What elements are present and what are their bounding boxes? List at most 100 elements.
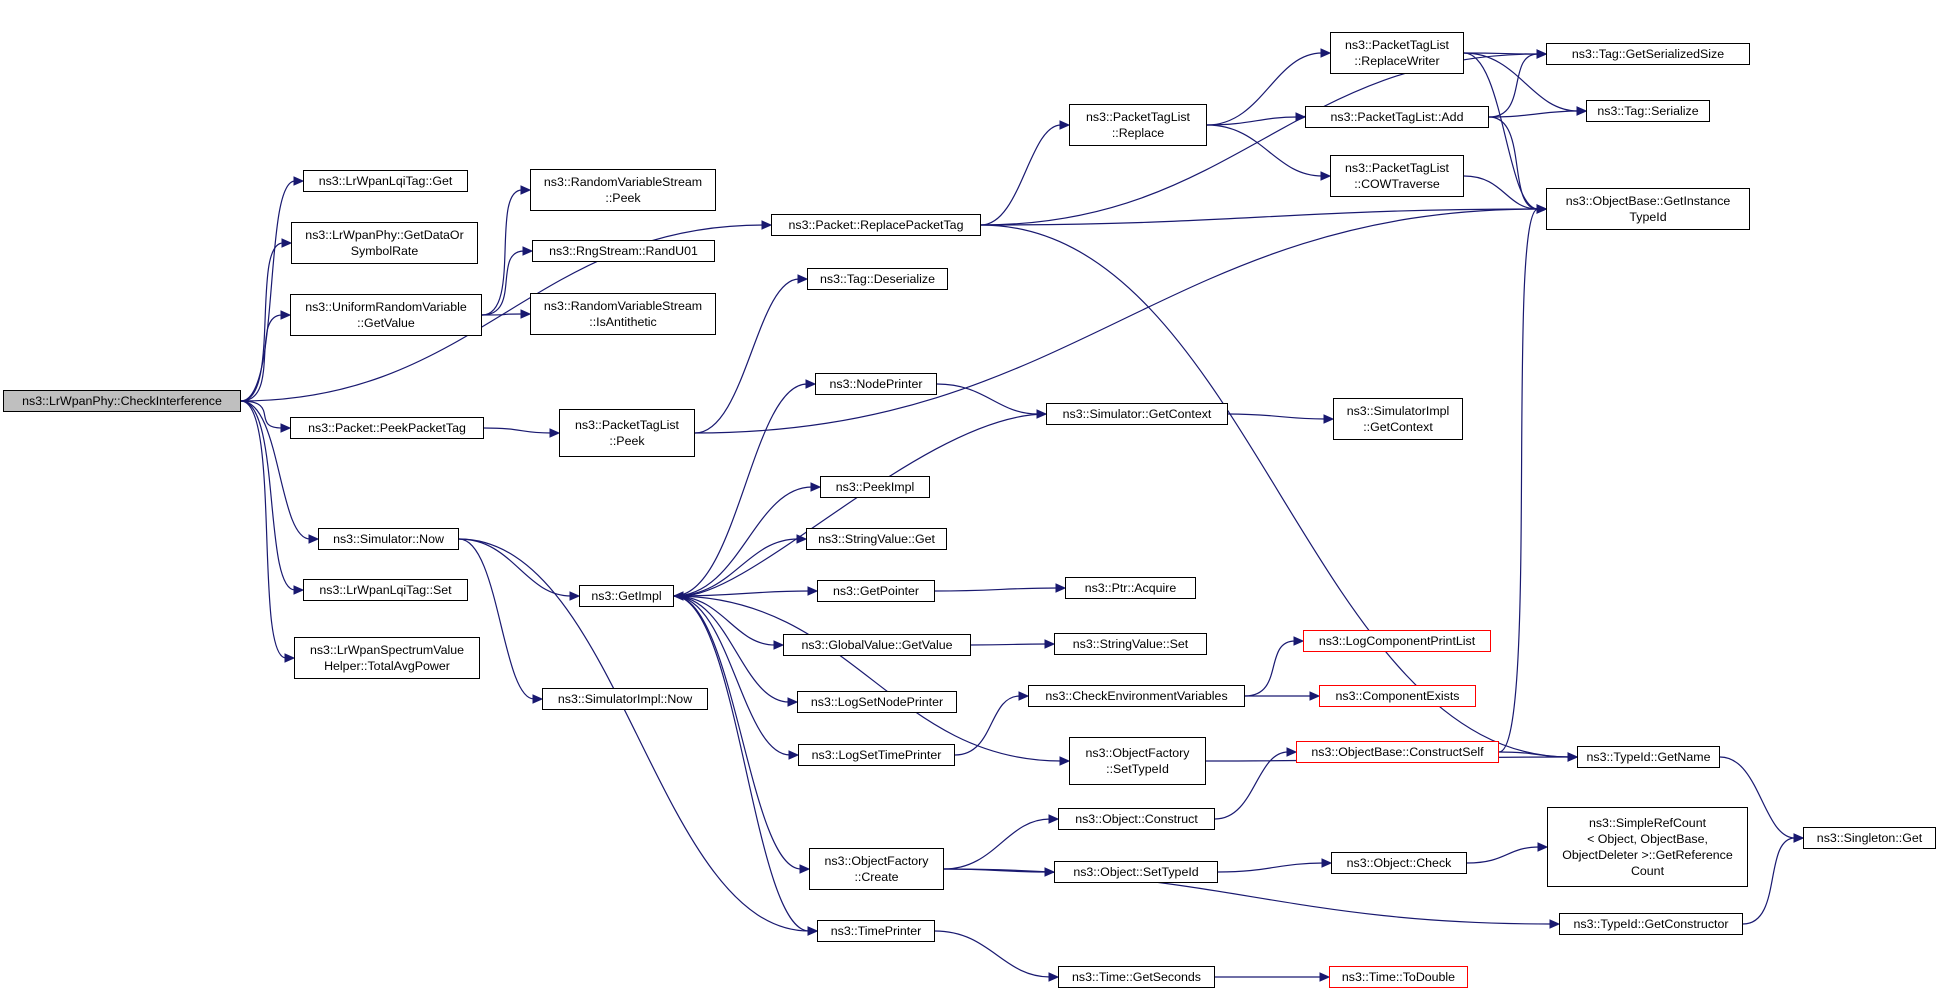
graph-node[interactable]: ns3::ObjectFactory::Create [809, 848, 944, 890]
edge-arrowhead [1295, 112, 1307, 122]
graph-node-label: SymbolRate [350, 244, 419, 258]
graph-node-label: ns3::SimulatorImpl [1346, 404, 1450, 418]
edge-arrowhead [805, 379, 817, 389]
edge-arrowhead [284, 653, 296, 663]
edge-arrowhead [1793, 833, 1805, 843]
edge-arrowhead [1286, 747, 1298, 757]
graph-node-label: ns3::LrWpanPhy::CheckInterference [22, 394, 222, 408]
graph-node[interactable]: ns3::LogSetNodePrinter [797, 691, 957, 713]
graph-node-label: ns3::PacketTagList [1085, 110, 1190, 124]
graph-node-label: ::Peek [609, 434, 645, 448]
graph-node[interactable]: ns3::LrWpanLqiTag::Get [303, 170, 468, 192]
graph-node[interactable]: ns3::ComponentExists [1319, 685, 1476, 707]
graph-node[interactable]: ns3::RngStream::RandU01 [532, 240, 715, 262]
call-edge [1463, 175, 1539, 210]
graph-node[interactable]: ns3::Packet::ReplacePacketTag [771, 214, 981, 236]
call-edge [1227, 413, 1326, 420]
graph-node[interactable]: ns3::Singleton::Get [1803, 827, 1936, 849]
graph-node[interactable]: ns3::LrWpanLqiTag::Set [303, 579, 468, 601]
graph-node[interactable]: ns3::Time::ToDouble [1329, 966, 1468, 988]
graph-node[interactable]: ns3::Ptr::Acquire [1065, 577, 1196, 599]
graph-node[interactable]: ns3::GetImpl [579, 585, 674, 607]
graph-node-label: ns3::TypeId::GetName [1586, 750, 1711, 764]
graph-node[interactable]: ns3::PeekImpl [820, 476, 930, 498]
graph-node[interactable]: ns3::Simulator::GetContext [1046, 403, 1228, 425]
call-edge [458, 538, 535, 700]
edge-arrowhead [796, 534, 808, 544]
graph-node-label: ns3::Tag::Deserialize [819, 272, 935, 286]
graph-node-label: ns3::LrWpanLqiTag::Get [318, 174, 453, 188]
edge-arrowhead [281, 238, 293, 248]
graph-node[interactable]: ns3::TimePrinter [817, 920, 935, 942]
graph-node[interactable]: ns3::RandomVariableStream::IsAntithetic [530, 293, 716, 335]
graph-node-label: ns3::RngStream::RandU01 [549, 244, 698, 258]
graph-node[interactable]: ns3::SimulatorImpl::Now [542, 688, 708, 710]
call-edge [681, 413, 1047, 597]
graph-node[interactable]: ns3::StringValue::Get [806, 528, 947, 550]
graph-node[interactable]: ns3::Object::Check [1331, 852, 1467, 874]
graph-node[interactable]: ns3::RandomVariableStream::Peek [530, 169, 716, 211]
graph-node[interactable]: ns3::Tag::Serialize [1586, 100, 1710, 122]
call-edge [673, 595, 1062, 762]
call-edge [970, 643, 1047, 646]
edge-arrowhead [773, 640, 785, 650]
graph-node[interactable]: ns3::ObjectFactory::SetTypeId [1069, 737, 1206, 785]
graph-node[interactable]: ns3::GetPointer [817, 580, 935, 602]
edge-arrowhead [810, 482, 822, 492]
graph-node[interactable]: ns3::PacketTagList::Replace [1069, 104, 1207, 146]
call-edge [1217, 862, 1324, 873]
graph-node[interactable]: ns3::Packet::PeekPacketTag [290, 417, 484, 439]
graph-node[interactable]: ns3::LogSetTimePrinter [798, 744, 955, 766]
graph-node[interactable]: ns3::PacketTagList::Add [1305, 106, 1489, 128]
edge-arrowhead [1323, 414, 1335, 424]
graph-node[interactable]: ns3::PacketTagList::COWTraverse [1330, 155, 1464, 197]
call-edge [240, 400, 311, 540]
call-edge [936, 383, 1039, 415]
graph-node[interactable]: ns3::ObjectBase::ConstructSelf [1296, 741, 1499, 763]
call-edge [240, 224, 764, 402]
call-edge [1206, 116, 1298, 126]
call-edge [673, 486, 813, 597]
edge-arrowhead [569, 591, 581, 601]
graph-node-label: ns3::Object::Construct [1075, 812, 1198, 826]
graph-node-label: ::ReplaceWriter [1354, 54, 1440, 68]
graph-node-label: ::Create [854, 870, 899, 884]
graph-node[interactable]: ns3::Tag::GetSerializedSize [1546, 43, 1750, 65]
graph-node[interactable]: ns3::NodePrinter [815, 373, 937, 395]
graph-node[interactable]: ns3::LogComponentPrintList [1303, 630, 1491, 652]
graph-node[interactable]: ns3::PacketTagList::ReplaceWriter [1330, 32, 1464, 74]
graph-node-label: ns3::Tag::GetSerializedSize [1571, 47, 1725, 61]
graph-node-label: ns3::LrWpanLqiTag::Set [319, 583, 452, 597]
graph-node[interactable]: ns3::TypeId::GetName [1577, 746, 1720, 768]
call-edge [1463, 52, 1579, 112]
call-edge [954, 695, 1021, 756]
graph-node-label: ns3::PacketTagList::Add [1330, 110, 1464, 124]
graph-node[interactable]: ns3::Object::SetTypeId [1054, 861, 1218, 883]
edge-arrowhead [1309, 691, 1321, 701]
graph-node[interactable]: ns3::Object::Construct [1058, 808, 1215, 830]
graph-node[interactable]: ns3::TypeId::GetConstructor [1559, 913, 1743, 935]
call-edge [240, 400, 283, 429]
call-edge [943, 818, 1051, 870]
call-edge [481, 250, 525, 316]
call-edge [1488, 110, 1579, 118]
call-edge [934, 930, 1051, 978]
graph-node[interactable]: ns3::UniformRandomVariable::GetValue [290, 294, 482, 336]
edge-arrowhead [807, 586, 819, 596]
edge-arrowhead [1536, 49, 1548, 59]
graph-node[interactable]: ns3::Tag::Deserialize [807, 268, 948, 290]
graph-node[interactable]: ns3::CheckEnvironmentVariables [1028, 685, 1245, 707]
graph-node[interactable]: ns3::SimpleRefCount< Object, ObjectBase,… [1547, 807, 1748, 887]
call-edge [673, 590, 810, 597]
graph-node[interactable]: ns3::GlobalValue::GetValue [783, 634, 971, 656]
graph-node[interactable]: ns3::Simulator::Now [318, 528, 459, 550]
graph-node[interactable]: ns3::Time::GetSeconds [1058, 966, 1215, 988]
edge-arrowhead [520, 309, 532, 319]
graph-node[interactable]: ns3::SimulatorImpl::GetContext [1333, 398, 1463, 440]
graph-node[interactable]: ns3::LrWpanPhy::CheckInterference [3, 390, 241, 412]
graph-node[interactable]: ns3::StringValue::Set [1054, 633, 1207, 655]
graph-node[interactable]: ns3::PacketTagList::Peek [559, 409, 695, 457]
